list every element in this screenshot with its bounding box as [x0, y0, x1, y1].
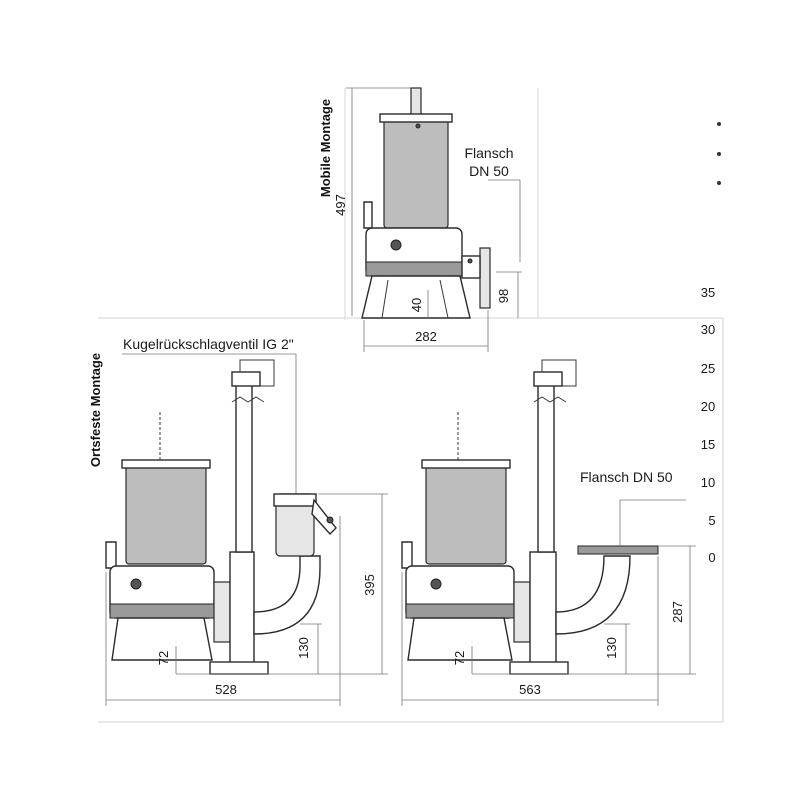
- right-base: [407, 617, 513, 661]
- side-axis-tick: 5: [708, 513, 715, 528]
- left-motor: [125, 461, 207, 565]
- left-height-label: 395: [362, 574, 377, 596]
- right-base-height-label: 72: [452, 651, 467, 665]
- mobile-motor: [383, 115, 449, 229]
- fixed-right-drawing: Flansch DN 50 287 130 72 563: [401, 359, 696, 706]
- mobile-base: [361, 275, 471, 319]
- bullet-dot: [717, 122, 721, 126]
- left-port-icon: [130, 578, 142, 590]
- side-axis-tick: 35: [701, 285, 715, 300]
- bullet-dot: [717, 152, 721, 156]
- right-elbow-pipe: [555, 555, 631, 635]
- fixed-left-drawing: 395 130 72 528: [105, 359, 388, 706]
- mobile-flange-label-1: Flansch: [464, 145, 513, 161]
- left-base-height-label: 72: [156, 651, 171, 665]
- right-flange: [577, 545, 659, 555]
- mobile-port-icon: [390, 239, 402, 251]
- right-motor: [425, 461, 507, 565]
- mobile-height-label: 497: [333, 194, 348, 216]
- mobile-outlet-height-label: 98: [496, 289, 511, 303]
- right-width-label: 563: [519, 682, 541, 697]
- side-axis-tick: 0: [708, 550, 715, 565]
- right-pipe-height-label: 130: [604, 637, 619, 659]
- bullet-list: [717, 122, 721, 185]
- mobile-montage-drawing: Mobile Montage 497 Flansch DN 50 98: [318, 87, 522, 352]
- mobile-flange: [479, 247, 491, 309]
- side-axis-tick: 30: [701, 322, 715, 337]
- fixed-montage-title: Ortsfeste Montage: [88, 353, 103, 467]
- right-flange-label: Flansch DN 50: [580, 469, 673, 485]
- side-axis-tick: 25: [701, 361, 715, 376]
- right-riser-pipe: [537, 379, 555, 553]
- side-axis: 35 30 25 20 15 10 5 0: [701, 285, 716, 565]
- left-riser-pipe: [235, 379, 253, 553]
- mobile-width-label: 282: [415, 329, 437, 344]
- mobile-montage-title: Mobile Montage: [318, 99, 333, 197]
- valve-label: Kugelrückschlagventil IG 2": [123, 336, 294, 352]
- side-axis-tick: 10: [701, 475, 715, 490]
- side-axis-tick: 15: [701, 437, 715, 452]
- right-port-icon: [430, 578, 442, 590]
- left-elbow-pipe: [253, 555, 321, 635]
- side-axis-tick: 20: [701, 399, 715, 414]
- right-height-label: 287: [670, 601, 685, 623]
- bullet-dot: [717, 181, 721, 185]
- mobile-flange-label-2: DN 50: [469, 163, 509, 179]
- left-pipe-height-label: 130: [296, 637, 311, 659]
- mobile-base-height-label: 40: [409, 298, 424, 312]
- left-width-label: 528: [215, 682, 237, 697]
- left-base: [111, 617, 213, 661]
